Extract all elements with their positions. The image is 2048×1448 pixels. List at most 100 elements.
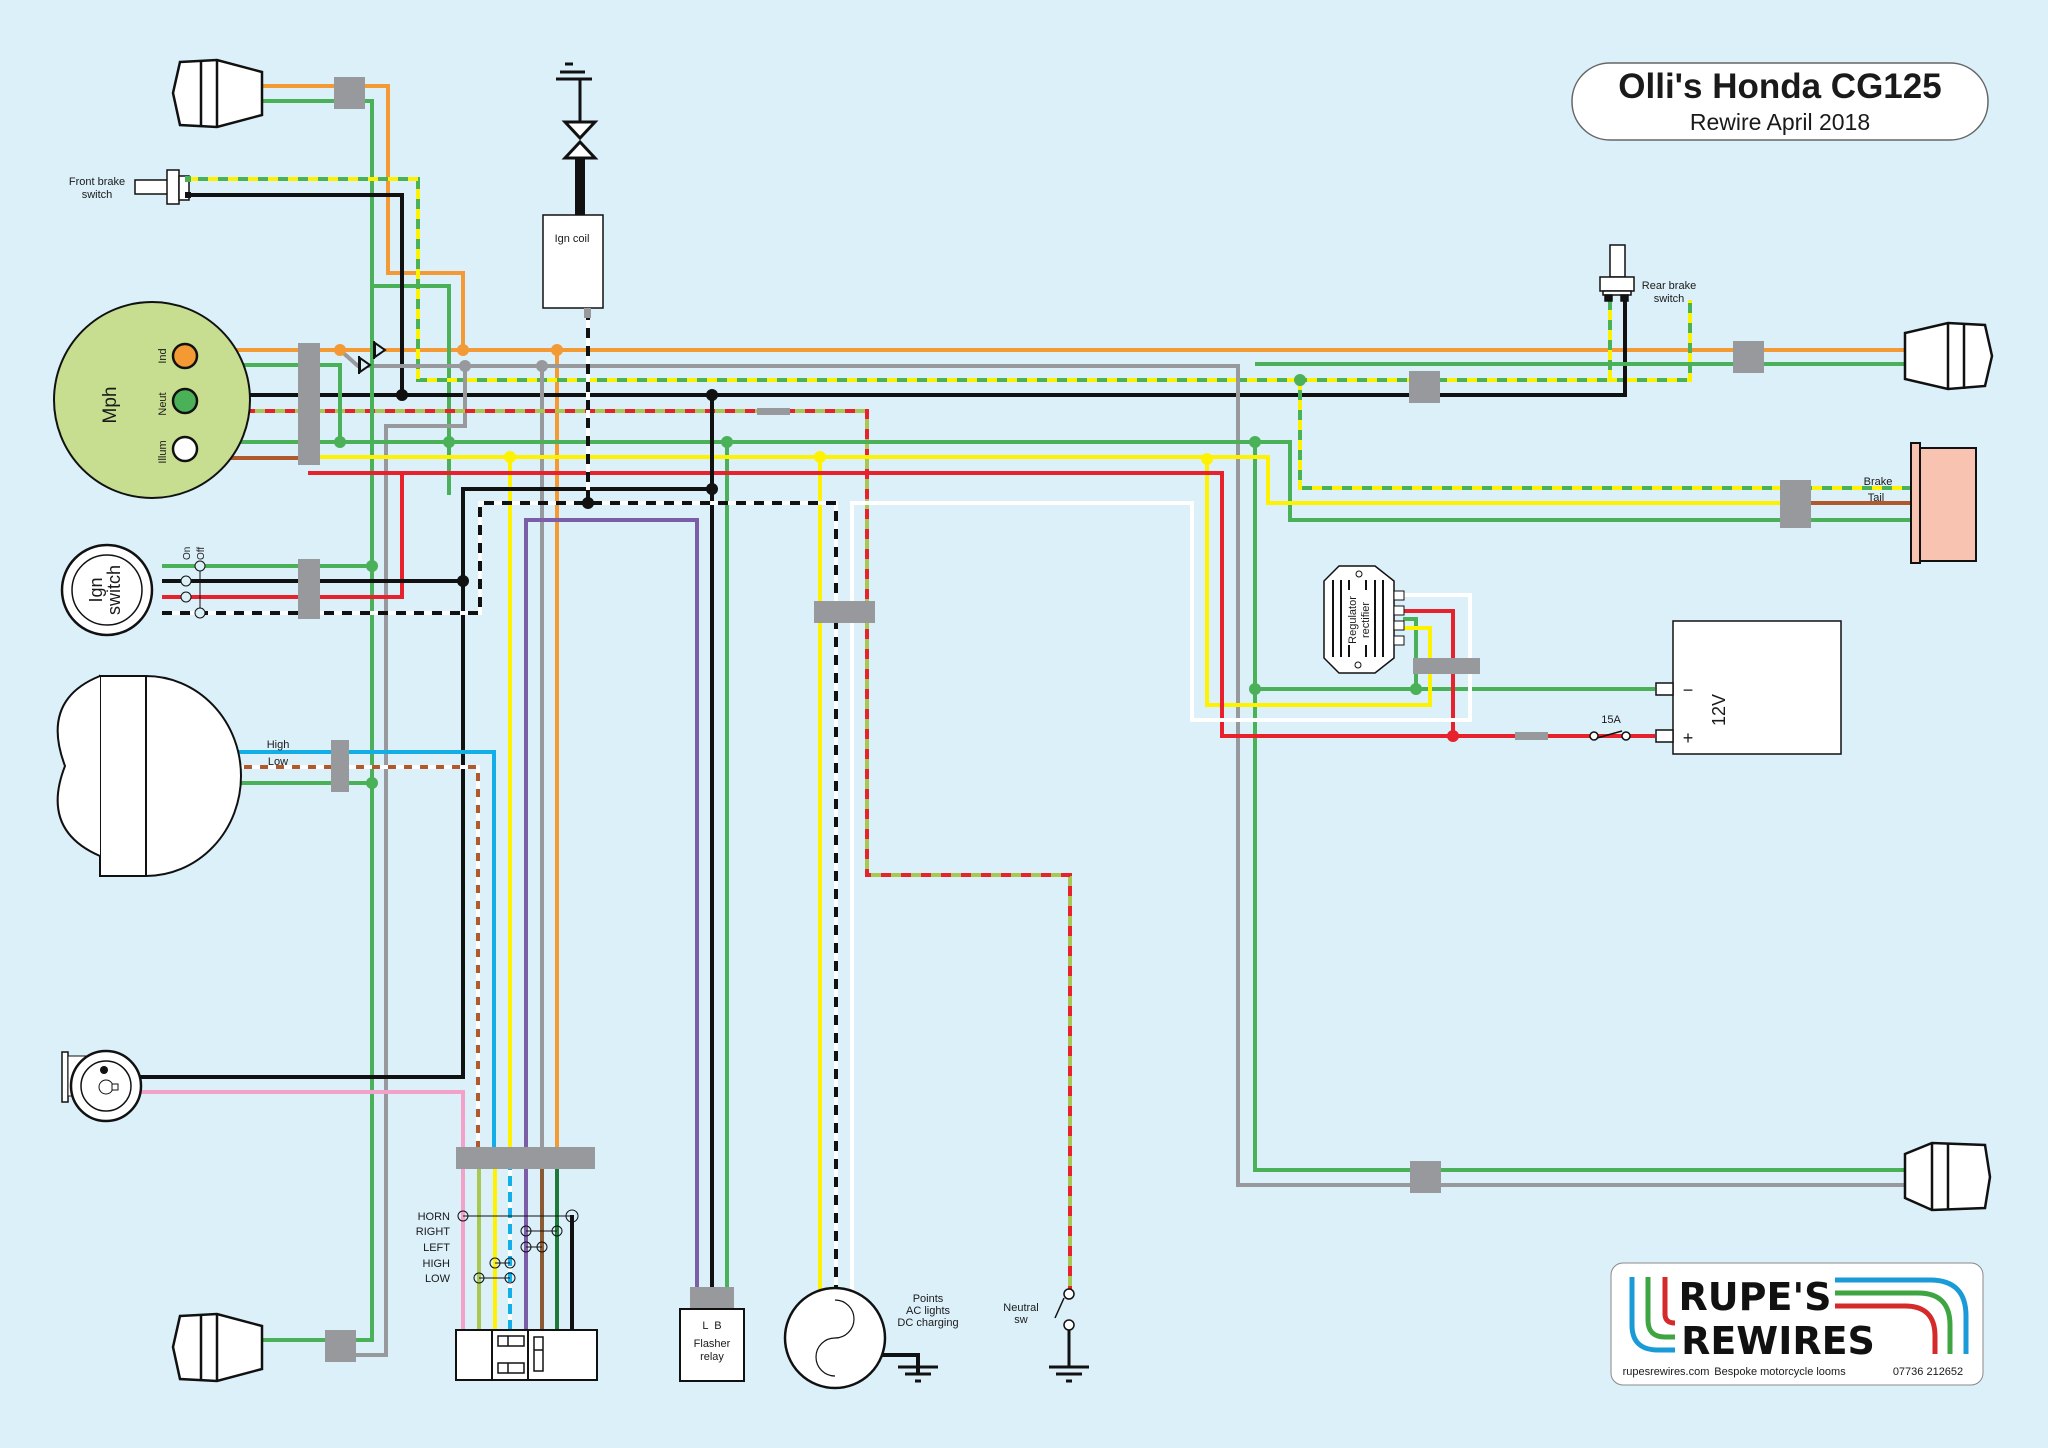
- junction-dot: [706, 483, 718, 495]
- ign-switch-label-1: Ign: [86, 577, 106, 602]
- front-brake-switch: [134, 169, 191, 205]
- rear-brake-label-1: Rear brake: [1642, 280, 1696, 292]
- alternator: [783, 1286, 938, 1390]
- connector-alternator: [814, 601, 875, 623]
- front-brake-label-1: Front brake: [69, 176, 125, 188]
- logo-line-2: REWIRES: [1681, 1319, 1875, 1363]
- alternator-label-1: Points: [913, 1293, 944, 1305]
- indicator-right-rear: [1903, 1141, 1992, 1212]
- rear-brake-switch: [1599, 244, 1635, 302]
- junction-dots: [334, 344, 1459, 789]
- wire-yellow-main: [308, 455, 1795, 505]
- switchgear-row-high: HIGH: [423, 1258, 451, 1270]
- rear-brake-label-2: switch: [1654, 293, 1685, 305]
- wire-green-harness-left: [262, 286, 374, 1342]
- wire-red-reg: [1403, 609, 1455, 736]
- speedo-lamp-illum: Illum: [157, 440, 169, 463]
- wire-gray-right-ind: [385, 364, 1920, 1187]
- junction-dot: [1447, 730, 1459, 742]
- wire-red-main: [308, 471, 1652, 738]
- junction-dot: [334, 344, 346, 356]
- junction-dot: [504, 451, 516, 463]
- battery-voltage-label: 12V: [1709, 694, 1729, 726]
- connector-taillight: [1780, 480, 1811, 528]
- junction-dot: [457, 575, 469, 587]
- logo-website: rupesrewires.com: [1623, 1366, 1710, 1378]
- front-brake-label-2: switch: [82, 189, 113, 201]
- neutral-lamp: [171, 387, 199, 415]
- junction-dot: [1410, 683, 1422, 695]
- wire-green-to-rear: [1255, 440, 1910, 522]
- neutral-sw-label-1: Neutral: [1003, 1302, 1038, 1314]
- logo-tagline: Bespoke motorcycle looms: [1714, 1366, 1846, 1378]
- speedo-lamp-neut: Neut: [157, 392, 169, 415]
- headlight-high-label: High: [267, 739, 290, 751]
- wire-neutral-red-dash: [185, 409, 1072, 1295]
- junction-dot: [366, 777, 378, 789]
- indicator-front-left: [171, 58, 264, 129]
- illum-lamp: [171, 435, 199, 463]
- flasher-label-2: relay: [700, 1351, 724, 1363]
- logo-phone: 07736 212652: [1893, 1366, 1963, 1378]
- wire-blue-high: [228, 750, 496, 1160]
- flasher-pins: L B: [702, 1320, 721, 1332]
- junction-dot: [814, 451, 826, 463]
- connector-ign-switch: [298, 559, 320, 619]
- connector-flasher: [690, 1287, 734, 1309]
- junction-dot: [366, 560, 378, 572]
- logo-line-1: RUPE'S: [1679, 1275, 1832, 1319]
- ign-coil-label: Ign coil: [555, 233, 590, 245]
- junction-dot: [457, 344, 469, 356]
- title-box: [1571, 62, 1989, 141]
- regulator-rectifier: [1323, 565, 1405, 674]
- switchgear-row-left: LEFT: [423, 1242, 450, 1254]
- junction-dot: [551, 344, 563, 356]
- wire-blackwhite-ign-dash: [162, 501, 838, 1295]
- junction-dot: [459, 360, 471, 372]
- junction-dot: [1201, 453, 1213, 465]
- speedometer: [53, 301, 251, 499]
- horn: [61, 1049, 143, 1123]
- junction-dot: [396, 389, 408, 401]
- ign-pos-on: On: [182, 547, 193, 560]
- junction-dot: [443, 436, 455, 448]
- wire-greenyellow-front-brake-dash: [188, 177, 1692, 382]
- ign-pos-off: Off: [196, 547, 207, 560]
- connector-rear-brake: [1409, 371, 1440, 403]
- ind-lamp: [171, 342, 199, 370]
- tail-light: [1910, 442, 1977, 564]
- wire-black-horn: [140, 581, 465, 1079]
- flasher-label-1: Flasher: [694, 1338, 731, 1350]
- neutral-sw-label-2: sw: [1014, 1314, 1028, 1326]
- tail-light-brake-label: Brake: [1864, 476, 1893, 488]
- flasher-relay: [679, 1308, 745, 1382]
- diode-icon: [358, 341, 387, 374]
- neutral-switch: [1049, 1288, 1089, 1383]
- switchgear-row-horn: HORN: [418, 1211, 450, 1223]
- headlight: [56, 674, 242, 878]
- battery-neg-label: −: [1683, 680, 1694, 700]
- junction-dot: [334, 436, 346, 448]
- page-title: Olli's Honda CG125: [1618, 67, 1941, 106]
- speedo-label: Mph: [100, 387, 121, 424]
- connector-rear-left-ind: [325, 1330, 356, 1362]
- alternator-label-3: DC charging: [897, 1317, 958, 1329]
- wire-purple-flasher: [524, 518, 699, 1290]
- switchgear-row-right: RIGHT: [416, 1226, 451, 1238]
- junction-dot: [536, 360, 548, 372]
- wire-brown-low-dash: [228, 765, 480, 1160]
- connector-reg-rec: [1413, 658, 1480, 674]
- connector-front-left-ind: [334, 77, 365, 109]
- wire-gray-left-stem: [347, 366, 467, 1357]
- wire-red-ign: [162, 473, 404, 599]
- connector-inline-battery: [1515, 732, 1548, 740]
- connector-speedo: [298, 343, 320, 465]
- connector-blocks: [298, 77, 1811, 1362]
- ign-switch-label-2: switch: [104, 565, 124, 615]
- ignition-coil: [542, 62, 604, 318]
- connector-switchgear: [456, 1147, 595, 1169]
- junction-dot: [1294, 374, 1306, 386]
- battery: [1655, 620, 1842, 755]
- tail-light-tail-label: Tail: [1868, 492, 1885, 504]
